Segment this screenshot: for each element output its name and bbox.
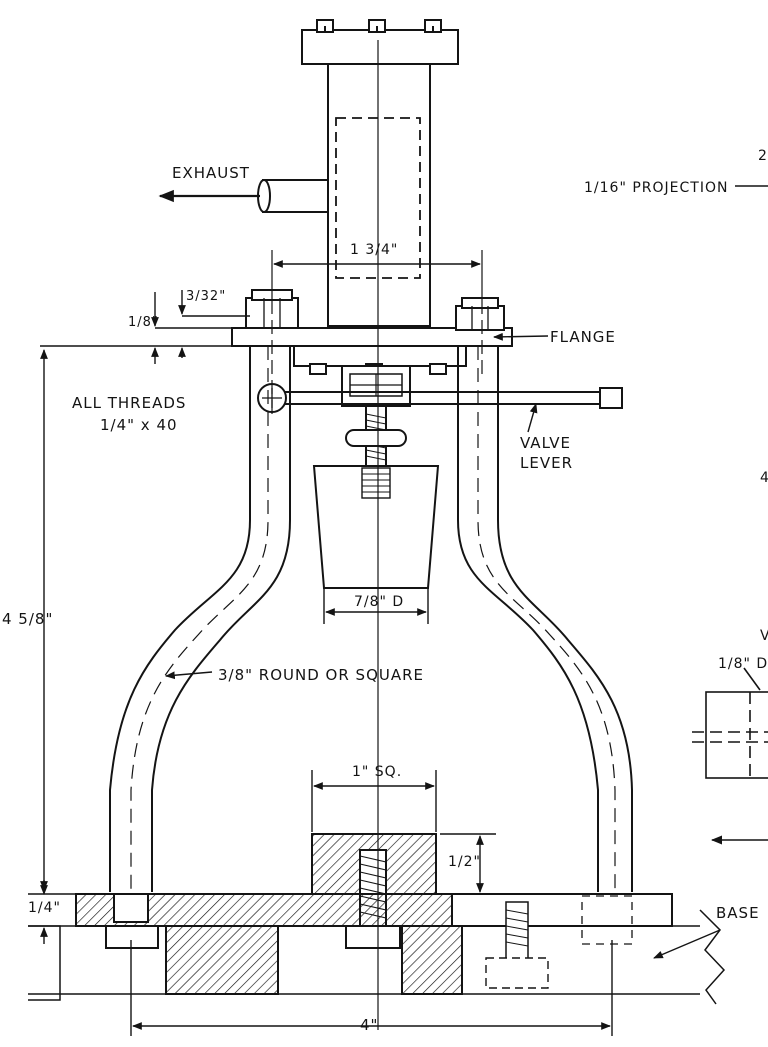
- label-valve: VALVE: [520, 434, 571, 452]
- base-assembly: [28, 833, 726, 1005]
- label-width: 4": [360, 1016, 378, 1034]
- frame-rods: [109, 346, 633, 892]
- label-exhaust: EXHAUST: [172, 164, 250, 182]
- dimensions: [28, 185, 768, 1036]
- label-side-partial-4: 4: [760, 470, 768, 486]
- side-detail: [692, 667, 768, 845]
- label-bob-diameter: 7/8" D: [354, 594, 404, 610]
- label-projection-partial: 2: [758, 148, 768, 164]
- label-side-diameter: 1/8" D: [718, 656, 768, 672]
- label-flange: FLANGE: [550, 328, 616, 346]
- centre-lines: [271, 40, 483, 1030]
- label-rod: 3/8" ROUND OR SQUARE: [218, 666, 424, 684]
- annotation-labels: EXHAUST 1/16" PROJECTION 2 1 3/4" 1/8" 3…: [2, 148, 768, 1034]
- label-flange-offset: 3/32": [186, 289, 226, 304]
- label-height: 4 5/8": [2, 610, 53, 628]
- label-all-threads: ALL THREADS: [72, 394, 186, 412]
- label-projection: 1/16" PROJECTION: [584, 180, 728, 196]
- label-lever: LEVER: [520, 454, 573, 472]
- label-side-partial-v: V: [760, 628, 768, 644]
- label-flange-thickness: 1/8": [128, 315, 159, 330]
- label-base-thickness: 1/4": [28, 900, 61, 916]
- cylinder-assembly: [257, 19, 623, 589]
- label-cylinder-width: 1 3/4": [350, 242, 398, 258]
- label-block: 1" SQ.: [352, 764, 402, 780]
- label-thread-size: 1/4" x 40: [100, 416, 178, 434]
- label-base: BASE: [716, 904, 760, 922]
- label-block-height: 1/2": [448, 854, 481, 870]
